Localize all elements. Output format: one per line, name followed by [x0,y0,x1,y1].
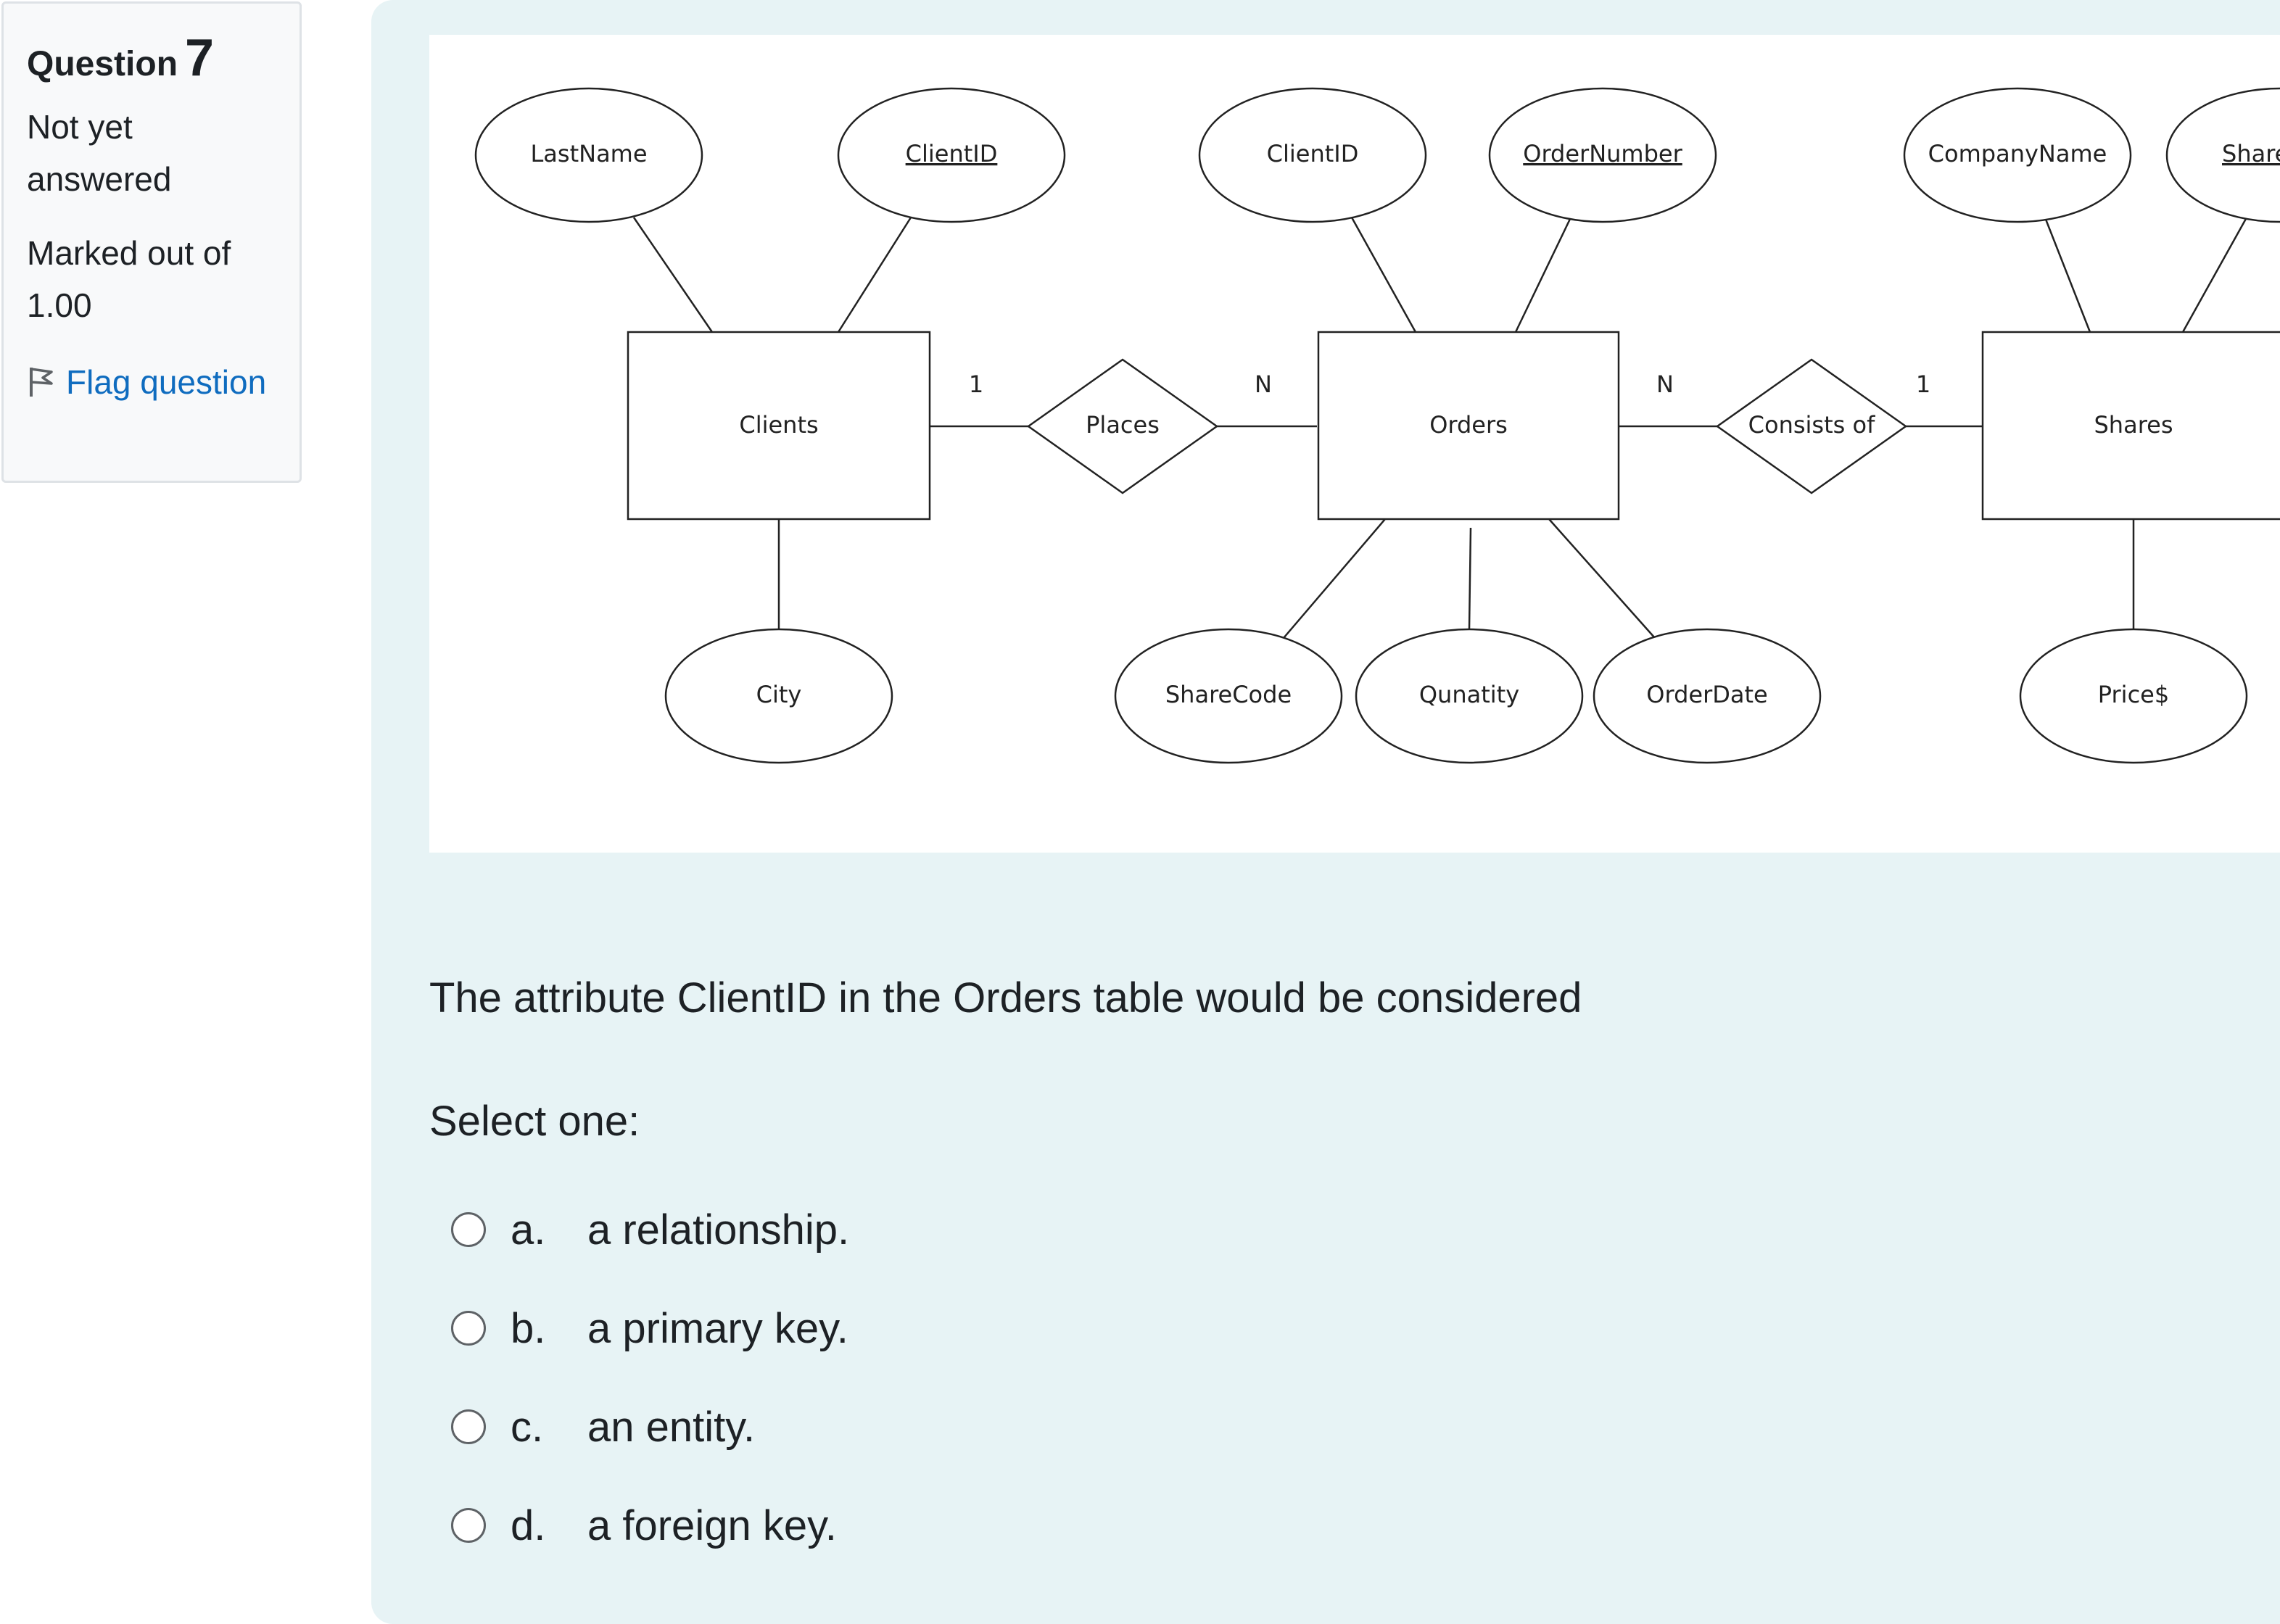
entity-shares-label: Shares [2094,411,2173,439]
er-diagram-svg: Clients Orders Shares Places Consists of… [474,87,2280,764]
attribute-clients-lastname-label: LastName [530,140,647,167]
radio-option-a[interactable] [451,1212,486,1247]
attribute-clients-city-oval [664,628,893,764]
connector-line [1468,527,1472,630]
attribute-shares-sharecode-oval [2165,87,2280,223]
question-state: Not yet answered [27,108,172,198]
attribute-orders-clientid-oval [1198,87,1427,223]
answer-options: a. a relationship. b. a primary key. c. … [451,1180,849,1575]
connector-line [1350,217,1417,333]
attribute-shares-companyname-oval [1903,87,2132,223]
attribute-clients-clientid-oval [837,87,1066,223]
question-grade: Marked out of 1.00 [27,234,231,324]
question-number: 7 [185,29,215,87]
answer-option-b[interactable]: b. a primary key. [451,1279,849,1378]
cardinality-label: 1 [1916,370,1930,398]
relationship-consists-of-diamond [1715,358,1908,494]
attribute-orders-qunatity-oval [1355,628,1584,764]
option-text: a relationship. [587,1206,850,1254]
attribute-orders-orderdate-oval [1593,628,1822,764]
answer-option-c[interactable]: c. an entity. [451,1378,849,1476]
entity-clients-label: Clients [739,411,818,439]
attribute-clients-city-label: City [756,681,802,708]
question-text: The attribute ClientID in the Orders tab… [429,974,1582,1022]
attribute-shares-price-oval [2019,628,2248,764]
entity-clients-box [627,331,931,521]
relationship-consists-of-label: Consists of [1748,411,1875,439]
question-label: Question [27,45,178,83]
attribute-orders-qunatity-label: Qunatity [1419,681,1519,708]
flag-question-label: Flag question [66,363,267,401]
cardinality-label: 1 [969,370,983,398]
cardinality-label: N [1656,370,1674,398]
flag-question-link[interactable]: Flag question [27,356,276,408]
option-letter: b. [511,1304,546,1352]
attribute-clients-clientid-label: ClientID [906,140,998,167]
option-letter: d. [511,1501,546,1549]
connector-line [632,217,714,333]
attribute-orders-orderdate-label: OrderDate [1646,681,1767,708]
select-one-prompt: Select one: [429,1098,640,1145]
radio-option-d[interactable] [451,1508,486,1543]
option-letter: a. [511,1206,546,1254]
attribute-clients-lastname-oval [474,87,703,223]
question-content: Clients Orders Shares Places Consists of… [371,0,2280,1624]
connector-line [2181,217,2248,333]
option-letter: c. [511,1403,544,1451]
attribute-orders-sharecode-label: ShareCode [1165,681,1292,708]
answer-option-a[interactable]: a. a relationship. [451,1180,849,1279]
er-diagram: Clients Orders Shares Places Consists of… [429,35,2280,853]
radio-option-b[interactable] [451,1311,486,1346]
option-text: a foreign key. [587,1501,837,1549]
connector-line [1514,217,1572,333]
relationship-places-label: Places [1086,411,1160,439]
entity-orders-label: Orders [1429,411,1508,439]
attribute-shares-companyname-label: CompanyName [1928,140,2107,167]
connector-line [2044,217,2091,333]
attribute-orders-ordernumber-oval [1488,87,1717,223]
radio-option-c[interactable] [451,1409,486,1444]
attribute-orders-ordernumber-label: OrderNumber [1523,140,1682,167]
cardinality-label: N [1255,370,1272,398]
connector-line [1283,518,1386,639]
relationship-places-diamond [1026,358,1219,494]
flag-icon [30,368,53,397]
attribute-shares-sharecode-label: Share [2222,140,2280,167]
connector-line [837,217,912,333]
answer-option-d[interactable]: d. a foreign key. [451,1476,849,1575]
option-text: a primary key. [587,1304,848,1352]
attribute-orders-clientid-label: ClientID [1267,140,1359,167]
connector-line [1548,518,1656,639]
attribute-shares-price-label: Price$ [2098,681,2169,708]
entity-orders-box [1317,331,1620,521]
option-text: an entity. [587,1403,756,1451]
entity-shares-box [1981,331,2280,521]
attribute-orders-sharecode-oval [1114,628,1343,764]
